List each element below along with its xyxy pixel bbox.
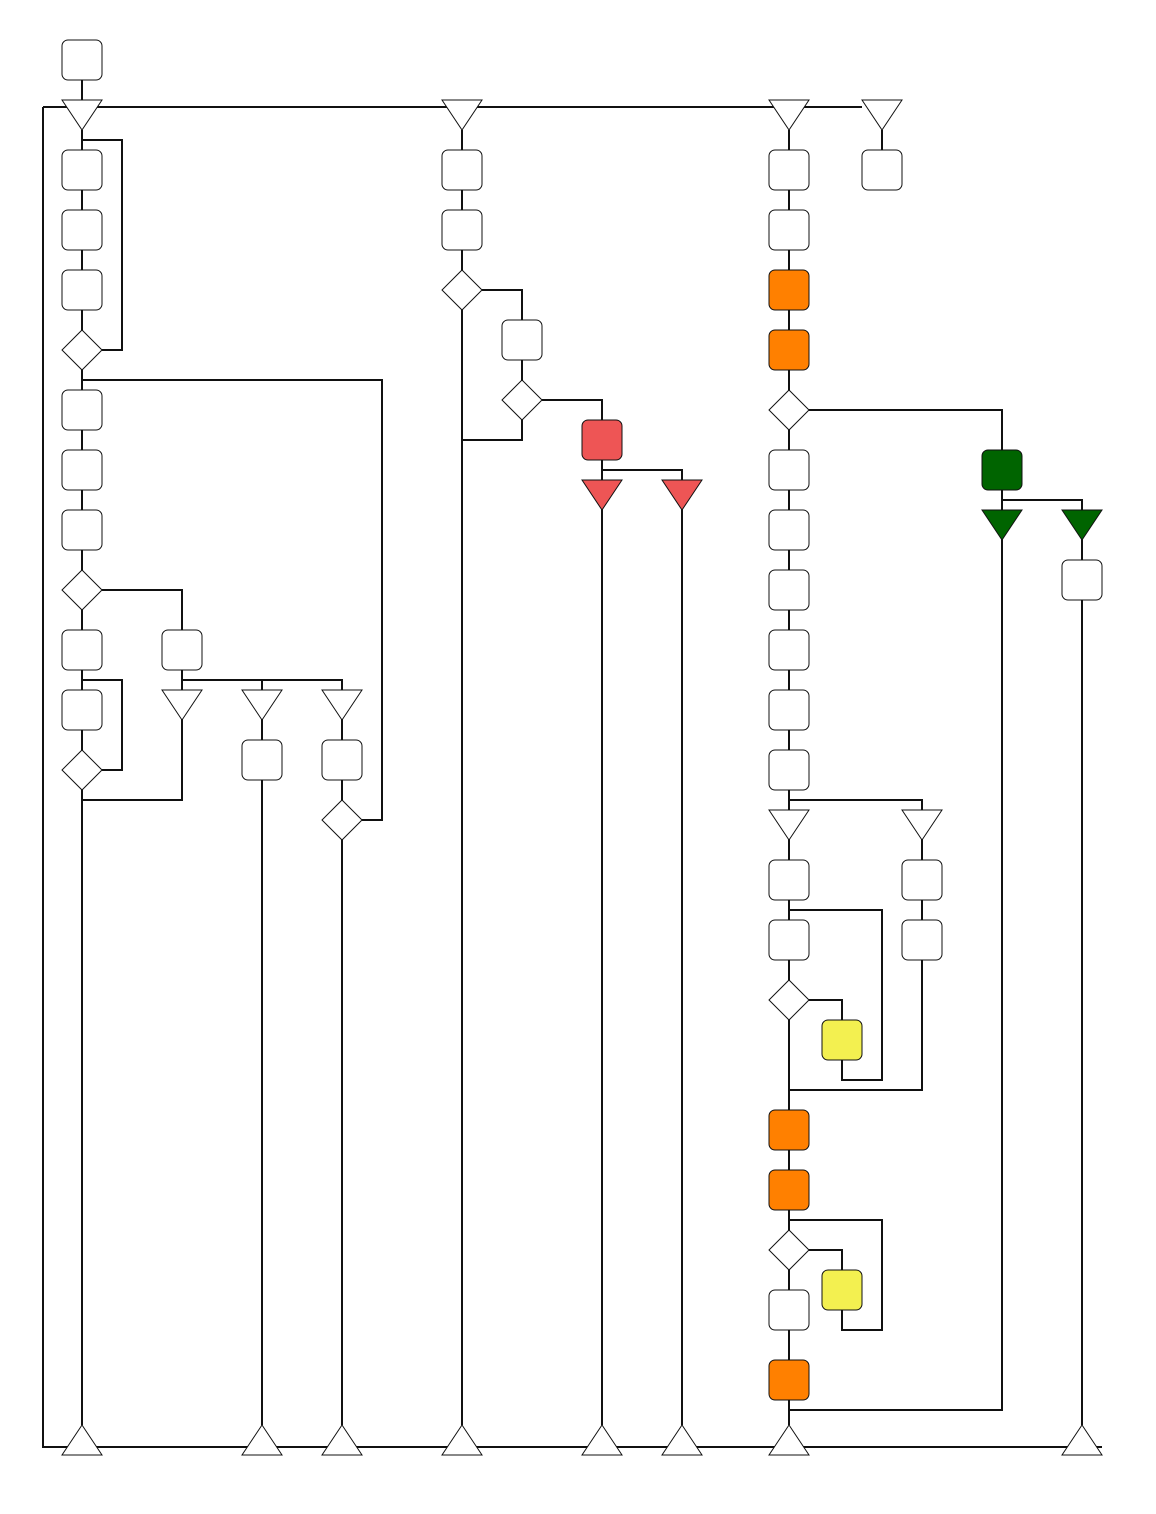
fork-triangle [441,99,483,131]
fork-triangle [241,689,283,721]
activity-node [61,269,103,311]
activity-node [61,149,103,191]
decision-node [441,269,483,311]
activity-node [441,209,483,251]
connector-line [482,289,523,320]
join-triangle [661,1424,703,1456]
connector-line [82,679,123,771]
decision-node [501,379,543,421]
activity-node [768,449,810,491]
activity-node [441,149,483,191]
fork-triangle [1061,509,1103,541]
activity-node [61,629,103,671]
fork-triangle [161,689,203,721]
join-triangle [241,1424,283,1456]
decision-node [321,799,363,841]
activity-node [768,1109,810,1151]
fork-triangle [768,809,810,841]
decision-node [61,329,103,371]
activity-node [768,1359,810,1401]
activity-node [61,689,103,731]
connector-line [102,589,183,630]
join-triangle [581,1424,623,1456]
activity-node [901,919,943,961]
connector-line [789,909,883,1081]
decision-node [768,389,810,431]
nodes [61,39,1103,1456]
activity-node [768,569,810,611]
activity-node [161,629,203,671]
activity-node [861,149,903,191]
activity-node [768,329,810,371]
activity-node [981,449,1023,491]
fork-triangle [768,99,810,131]
activity-node [61,389,103,431]
fork-triangle [661,479,703,511]
activity-node [768,1289,810,1331]
activity-node [1061,559,1103,601]
connector-line [789,1219,883,1331]
connector-line [809,1249,843,1270]
activity-node [61,509,103,551]
activity-node [768,509,810,551]
activity-node [768,1169,810,1211]
activity-node [768,629,810,671]
activity-node [768,269,810,311]
activity-node [581,419,623,461]
connector-line [542,399,603,420]
edges [42,80,1102,1448]
decision-node [768,1229,810,1271]
activity-node [61,449,103,491]
connector-line [809,999,843,1020]
fork-triangle [581,479,623,511]
join-triangle [768,1424,810,1456]
activity-node [768,749,810,791]
connector-line [42,107,1102,1448]
fork-triangle [321,689,363,721]
connector-line [82,379,383,821]
activity-node [61,39,103,81]
fork-triangle [901,809,943,841]
connector-line [1002,499,1083,1425]
fork-triangle [61,99,103,131]
activity-node [768,209,810,251]
decision-node [61,749,103,791]
activity-node [321,739,363,781]
fork-triangle [981,509,1023,541]
activity-node [241,739,283,781]
activity-node [768,859,810,901]
activity-node [501,319,543,361]
connector-line [789,409,1003,1411]
activity-node [768,919,810,961]
connector-line [182,679,343,690]
connector-line [602,469,683,1425]
activity-node [768,689,810,731]
decision-node [61,569,103,611]
join-triangle [441,1424,483,1456]
decision-node [768,979,810,1021]
connector-line [82,139,123,351]
join-triangle [1061,1424,1103,1456]
fork-triangle [861,99,903,131]
activity-node [821,1269,863,1311]
join-triangle [61,1424,103,1456]
activity-node [61,209,103,251]
activity-node [821,1019,863,1061]
join-triangle [321,1424,363,1456]
activity-node [768,149,810,191]
activity-node [901,859,943,901]
